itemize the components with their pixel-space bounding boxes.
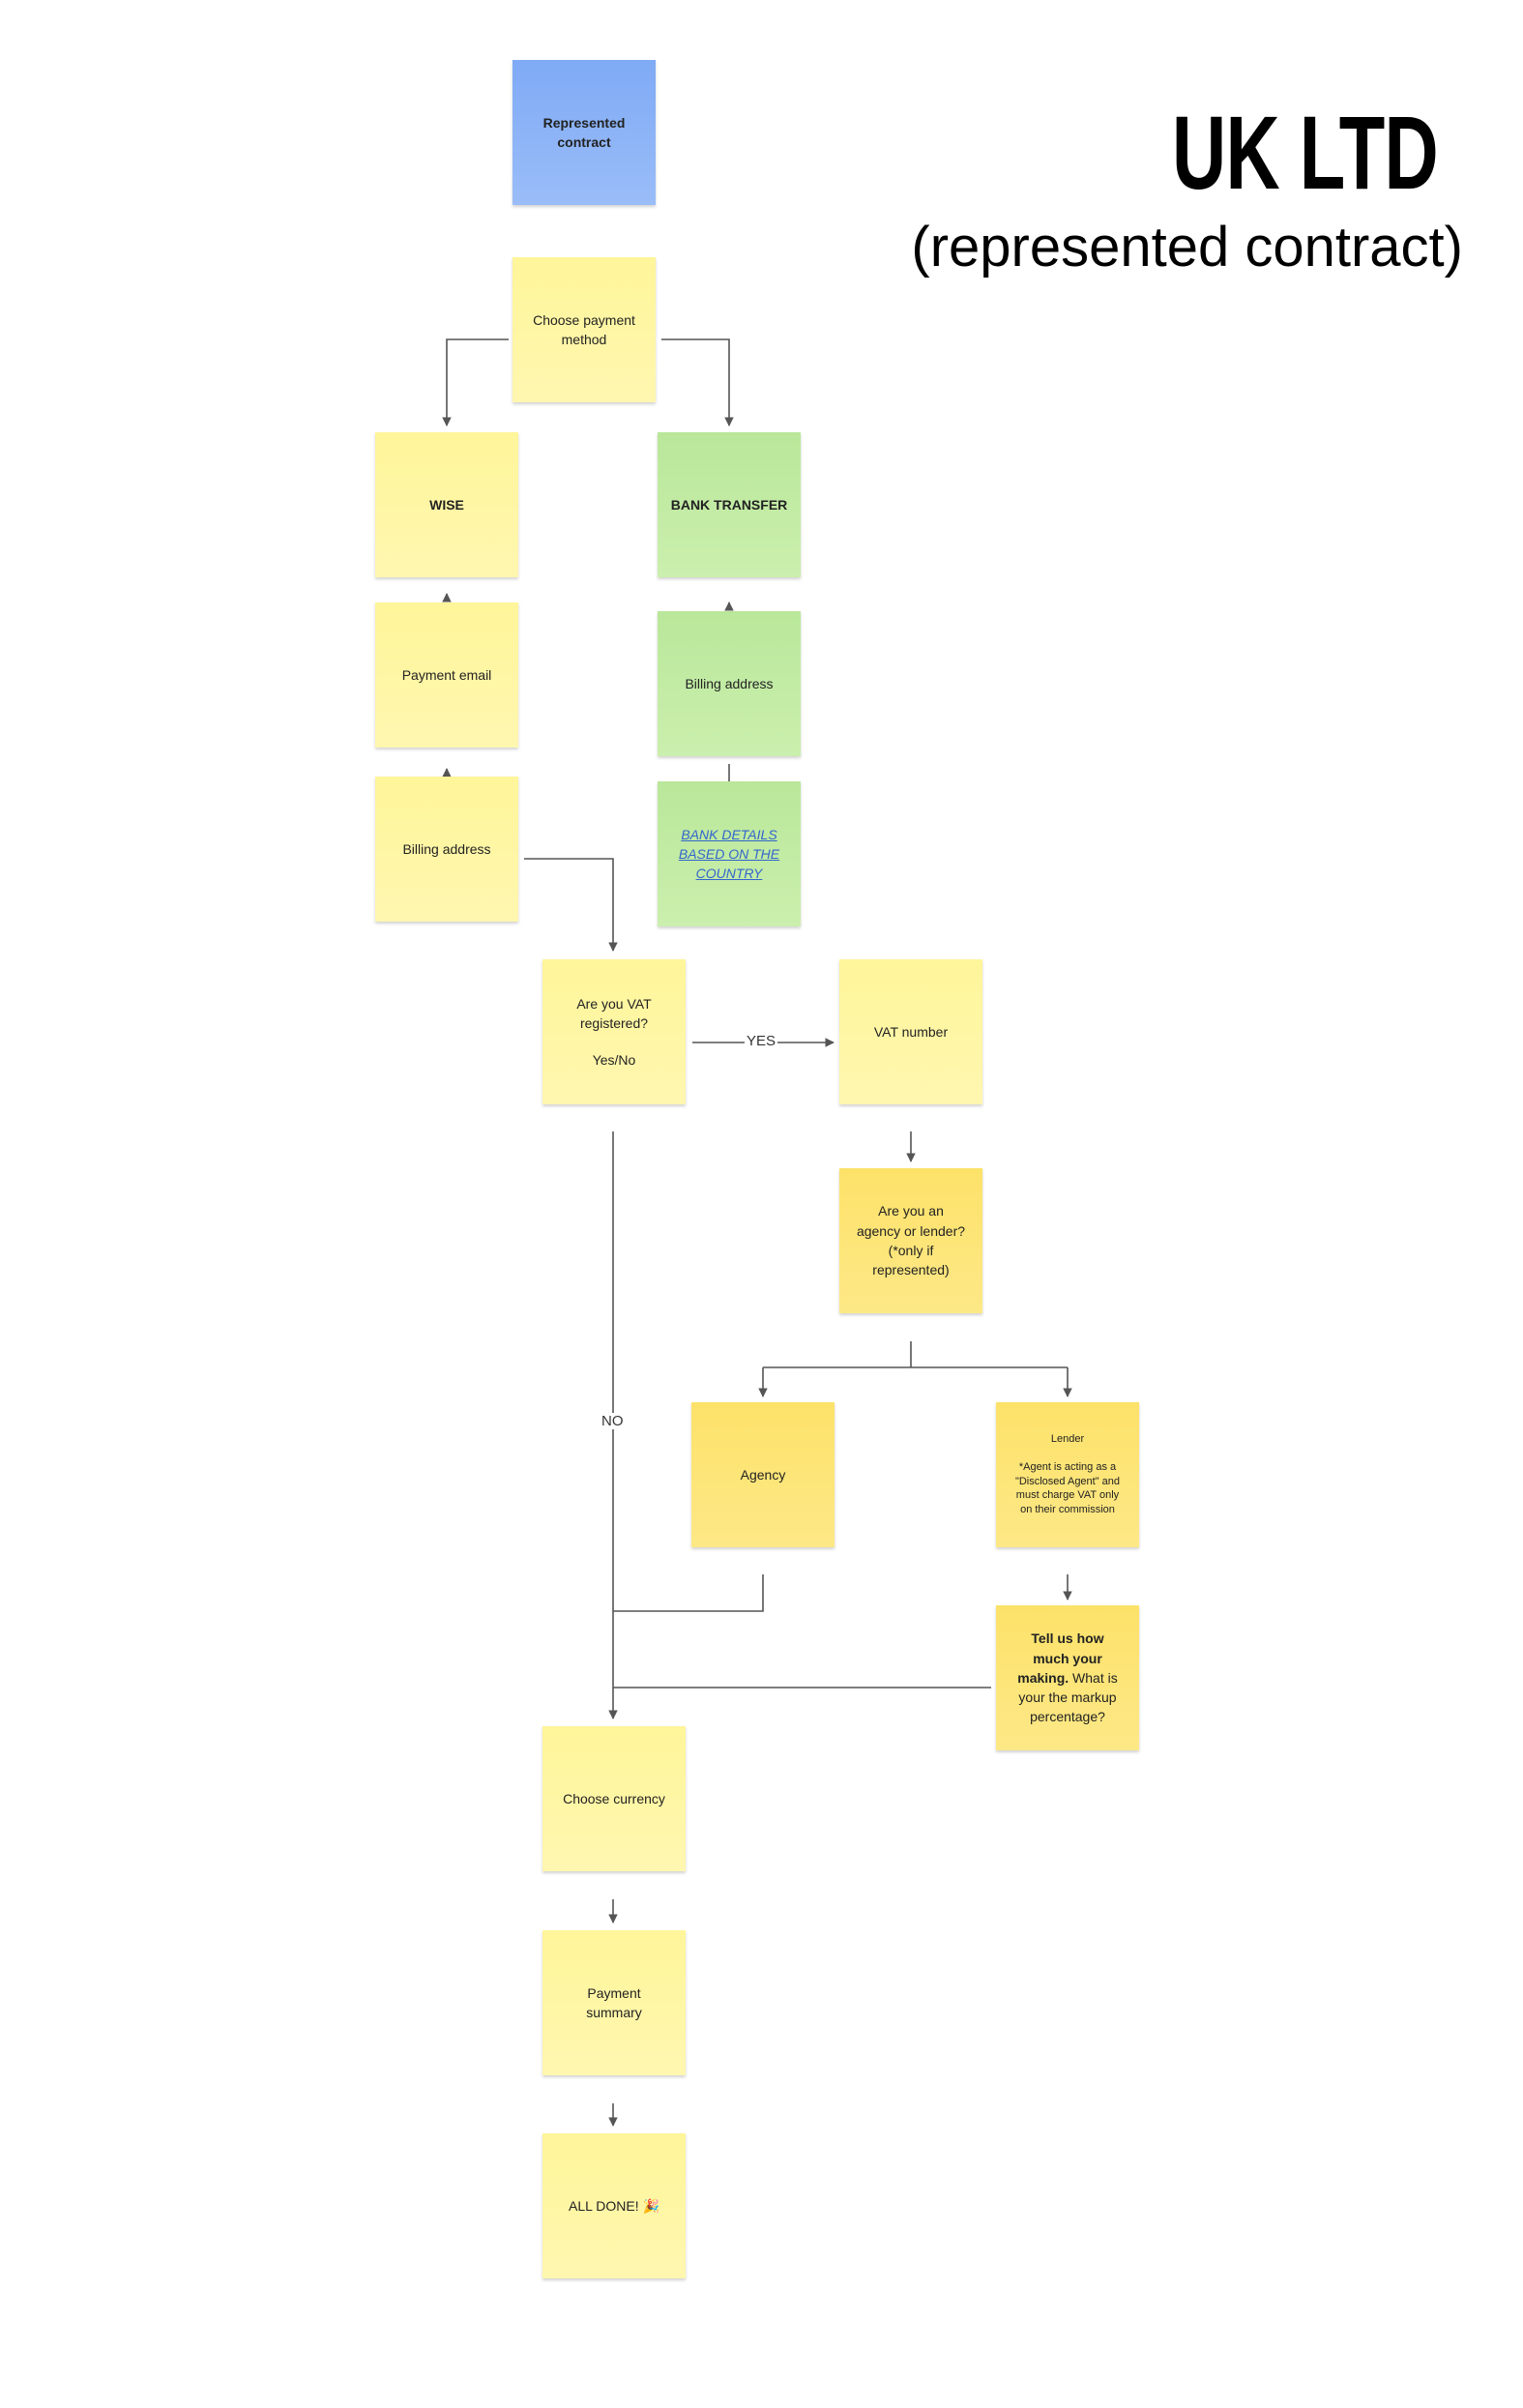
node-text: Represented — [542, 114, 626, 131]
node-markup-percentage[interactable]: Tell us how much your making. What is yo… — [996, 1605, 1139, 1750]
node-text: Payment email — [401, 666, 492, 683]
node-text: your the markup — [1018, 1689, 1117, 1706]
node-text: percentage? — [1030, 1709, 1105, 1725]
node-all-done[interactable]: ALL DONE! 🎉 — [542, 2133, 686, 2278]
edge-label-no: NO — [600, 1413, 626, 1429]
node-text: Agency — [740, 1466, 786, 1483]
edge-agency-to-join — [613, 1574, 764, 1612]
edge-payment-to-bank — [661, 338, 734, 426]
node-payment-summary[interactable]: Payment summary — [542, 1930, 686, 2075]
edge-label-yes: YES — [745, 1033, 778, 1049]
node-title: Lender — [1050, 1432, 1085, 1445]
node-text: Are you an — [878, 1203, 944, 1219]
node-text: "Disclosed Agent" and — [1014, 1475, 1121, 1487]
node-text: summary — [586, 2005, 642, 2020]
node-agency-or-lender[interactable]: Are you an agency or lender? (*only if r… — [839, 1168, 982, 1313]
node-text: Choose payment — [533, 311, 635, 328]
node-payment-email[interactable]: Payment email — [375, 602, 518, 748]
node-text-bold: making. — [1017, 1669, 1069, 1686]
node-text: registered? — [579, 1014, 649, 1031]
node-billing-address-wise[interactable]: Billing address — [375, 777, 518, 922]
node-vat-number[interactable]: VAT number — [839, 959, 982, 1104]
node-text: Billing address — [685, 675, 774, 691]
node-lender[interactable]: Lender *Agent is acting as a "Disclosed … — [996, 1402, 1139, 1547]
node-bank-details[interactable]: BANK DETAILS BASED ON THE COUNTRY — [658, 781, 801, 926]
node-text: must charge VAT only — [1015, 1489, 1120, 1502]
bank-details-link[interactable]: COUNTRY — [695, 866, 763, 882]
bank-details-link[interactable]: BANK DETAILS — [681, 826, 777, 842]
node-text: BANK TRANSFER — [670, 496, 788, 513]
node-text: Payment — [587, 1984, 641, 2001]
bank-details-link[interactable]: BASED ON THE — [678, 845, 780, 862]
node-billing-address-bank[interactable]: Billing address — [658, 611, 801, 756]
node-choose-currency[interactable]: Choose currency — [542, 1726, 686, 1871]
node-text: Billing address — [402, 840, 491, 857]
node-choose-payment-method[interactable]: Choose payment method — [513, 257, 656, 402]
node-text: Are you VAT — [576, 995, 652, 1012]
node-text: represented) — [872, 1262, 950, 1278]
node-text: *Agent is acting as a — [1018, 1460, 1117, 1473]
node-text: Yes/No — [592, 1052, 636, 1069]
edge-agencylender-split — [763, 1341, 1068, 1368]
node-text: method — [561, 332, 607, 347]
node-text-bold: Tell us how — [1031, 1630, 1104, 1647]
node-text: agency or lender? — [856, 1222, 966, 1239]
node-text: ALL DONE! 🎉 — [569, 2197, 659, 2214]
node-agency[interactable]: Agency — [691, 1402, 835, 1547]
node-text: What is — [1069, 1669, 1118, 1686]
node-text: Choose currency — [563, 1790, 665, 1806]
node-text: (*only if — [888, 1243, 934, 1258]
node-text: WISE — [429, 496, 464, 513]
node-vat-registered[interactable]: Are you VAT registered? Yes/No — [542, 959, 686, 1104]
node-bank-transfer[interactable]: BANK TRANSFER — [658, 432, 801, 577]
node-wise[interactable]: WISE — [375, 432, 518, 577]
node-text: contract — [557, 134, 611, 150]
node-text: on their commission — [1020, 1504, 1115, 1516]
edge-payment-to-wise — [442, 338, 509, 426]
page-title: UK LTD — [1172, 94, 1439, 211]
page-subtitle: (represented contract) — [911, 216, 1463, 279]
node-represented-contract[interactable]: Represented contract — [513, 60, 656, 205]
node-text-bold: much your — [1033, 1650, 1102, 1666]
edge-billing-to-vat — [524, 858, 618, 952]
node-text: VAT number — [873, 1023, 949, 1040]
